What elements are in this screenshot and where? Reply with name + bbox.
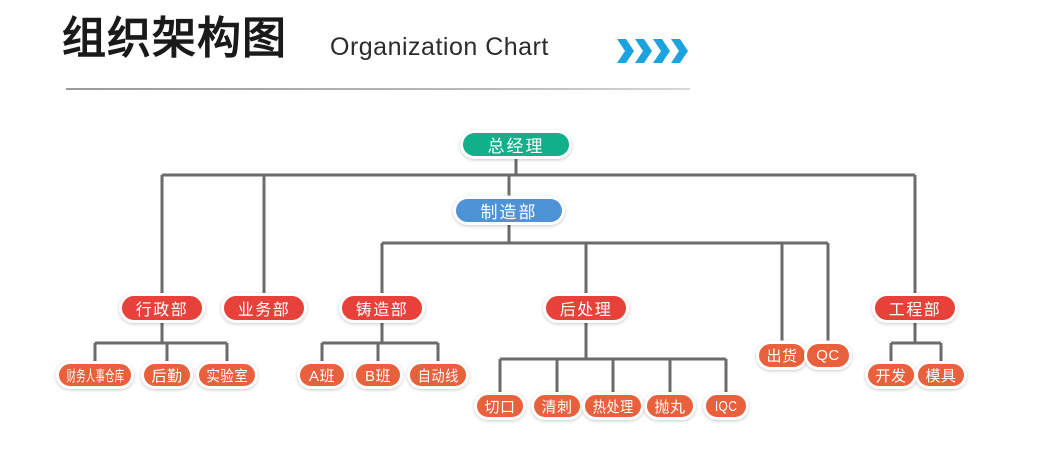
org-node-label: 自动线 <box>417 367 459 385</box>
org-node-finance[interactable]: 财务人事仓库 <box>56 361 134 389</box>
org-node-label: 抛丸 <box>654 398 686 416</box>
org-node-mfg[interactable]: 制造部 <box>453 195 565 225</box>
org-node-autoline[interactable]: 自动线 <box>407 361 469 389</box>
org-node-label: 热处理 <box>592 398 634 416</box>
org-node-sales[interactable]: 业务部 <box>221 293 307 323</box>
org-node-label: 总经理 <box>487 136 545 156</box>
org-node-label: 模具 <box>925 367 957 385</box>
page-header: 组织架构图 Organization Chart <box>0 0 1060 100</box>
org-node-ship[interactable]: 出货 <box>756 340 808 370</box>
header-divider <box>66 88 690 90</box>
org-node-label: 清刺 <box>541 398 573 416</box>
org-node-label: A班 <box>308 367 335 385</box>
org-node-label: 工程部 <box>888 302 942 319</box>
org-node-label: IQC <box>714 397 738 415</box>
org-node-casting[interactable]: 铸造部 <box>339 293 425 323</box>
org-node-label: 制造部 <box>480 202 538 222</box>
org-node-mold[interactable]: 模具 <box>915 361 967 389</box>
org-node-heat[interactable]: 热处理 <box>582 392 644 420</box>
org-node-shiftA[interactable]: A班 <box>297 361 347 389</box>
page-title-english: Organization Chart <box>330 33 549 61</box>
org-node-label: 铸造部 <box>355 302 409 319</box>
org-node-label: 财务人事仓库 <box>66 367 124 385</box>
org-node-ceo[interactable]: 总经理 <box>460 129 572 159</box>
org-node-label: 后勤 <box>151 367 183 385</box>
org-node-admin[interactable]: 行政部 <box>119 293 205 323</box>
org-node-rnd[interactable]: 开发 <box>865 361 917 389</box>
org-node-label: 后处理 <box>559 302 613 319</box>
chevron-right-quad-icon <box>616 37 692 65</box>
org-node-post[interactable]: 后处理 <box>543 293 629 323</box>
org-node-label: QC <box>816 346 840 364</box>
org-node-label: 开发 <box>875 367 907 385</box>
org-node-label: B班 <box>364 367 391 385</box>
org-node-label: 出货 <box>766 347 798 365</box>
org-node-iqc[interactable]: IQC <box>703 392 749 420</box>
org-node-shiftB[interactable]: B班 <box>353 361 403 389</box>
org-node-label: 业务部 <box>237 302 291 319</box>
org-node-shotblast[interactable]: 抛丸 <box>644 392 696 420</box>
org-node-label: 切口 <box>484 398 516 416</box>
org-node-cut[interactable]: 切口 <box>474 392 526 420</box>
org-node-label: 实验室 <box>206 367 248 385</box>
org-node-deburr[interactable]: 清刺 <box>531 392 583 420</box>
org-node-lab[interactable]: 实验室 <box>196 361 258 389</box>
org-node-logistics[interactable]: 后勤 <box>141 361 193 389</box>
page-title-chinese: 组织架构图 <box>62 14 287 63</box>
org-node-eng[interactable]: 工程部 <box>872 293 958 323</box>
org-node-qc[interactable]: QC <box>804 340 852 370</box>
org-node-label: 行政部 <box>135 302 189 319</box>
